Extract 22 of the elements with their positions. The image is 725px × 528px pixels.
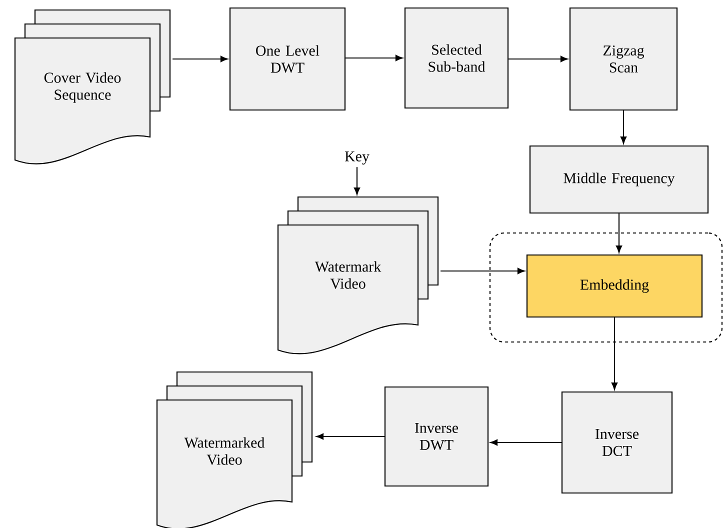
process-box: Inverse DCT [561,391,673,494]
arrow [172,56,228,62]
arrow [620,110,627,144]
process-box: Middle Frequency [529,145,709,214]
arrow [611,318,618,390]
process-box: Embedding [526,254,703,318]
arrow [616,214,622,253]
arrow [316,433,384,440]
arrow [490,439,562,446]
key-label: Key [344,151,370,165]
document-stack: Watermark Video [277,196,439,354]
document-stack: Watermarked Video [156,371,313,528]
document-stack: Cover Video Sequence [14,9,171,164]
process-box: One Level DWT [229,7,346,111]
arrow [440,268,525,274]
process-box: Selected Sub-band [404,7,509,109]
process-box: Inverse DWT [384,386,489,487]
process-box: Zigzag Scan [569,7,678,111]
arrow [354,167,360,195]
dashed-group [489,232,723,343]
arrow [346,54,403,62]
arrow [508,56,568,62]
